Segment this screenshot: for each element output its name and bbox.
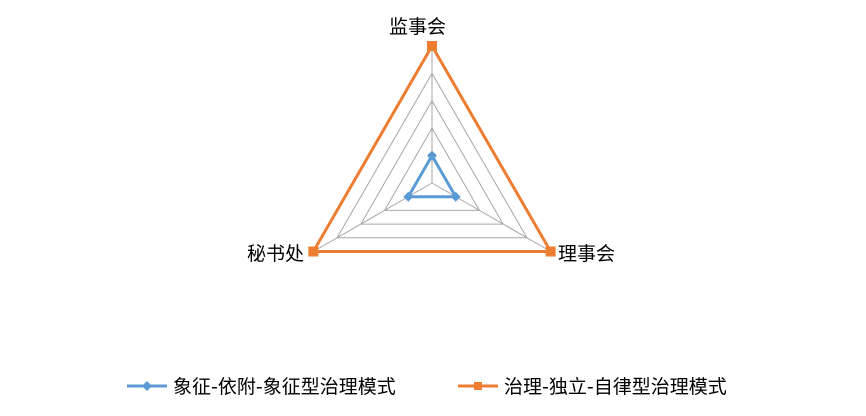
legend-item-series-1[interactable]: 象征-依附-象征型治理模式 [127,372,396,399]
grid-spoke [313,182,433,252]
diamond-marker-icon [127,380,167,391]
series-line-2 [311,44,553,253]
axis-label-right: 理事会 [558,243,616,265]
grid-ring [383,127,481,211]
square-marker-icon [458,381,498,390]
square-marker-icon[interactable] [427,41,437,51]
axis-label-left: 秘书处 [247,243,305,265]
legend: 象征-依附-象征型治理模式 治理-独立-自律型治理模式 [0,372,866,398]
series-line-1 [406,154,458,199]
legend-item-series-2[interactable]: 治理-独立-自律型治理模式 [458,372,727,399]
grid-ring [336,72,528,239]
diamond-marker-icon[interactable] [403,191,414,202]
square-marker-icon[interactable] [308,246,319,257]
radar-series [308,41,556,257]
legend-label-series-2: 治理-独立-自律型治理模式 [504,376,727,398]
legend-label-series-1: 象征-依附-象征型治理模式 [173,376,396,398]
radar-grid [312,45,552,252]
axis-label-top: 监事会 [389,16,447,38]
diamond-marker-icon[interactable] [427,150,437,161]
grid-spoke [431,182,551,252]
diamond-marker-icon[interactable] [450,191,461,202]
grid-ring [359,99,505,225]
square-marker-icon[interactable] [545,246,556,257]
